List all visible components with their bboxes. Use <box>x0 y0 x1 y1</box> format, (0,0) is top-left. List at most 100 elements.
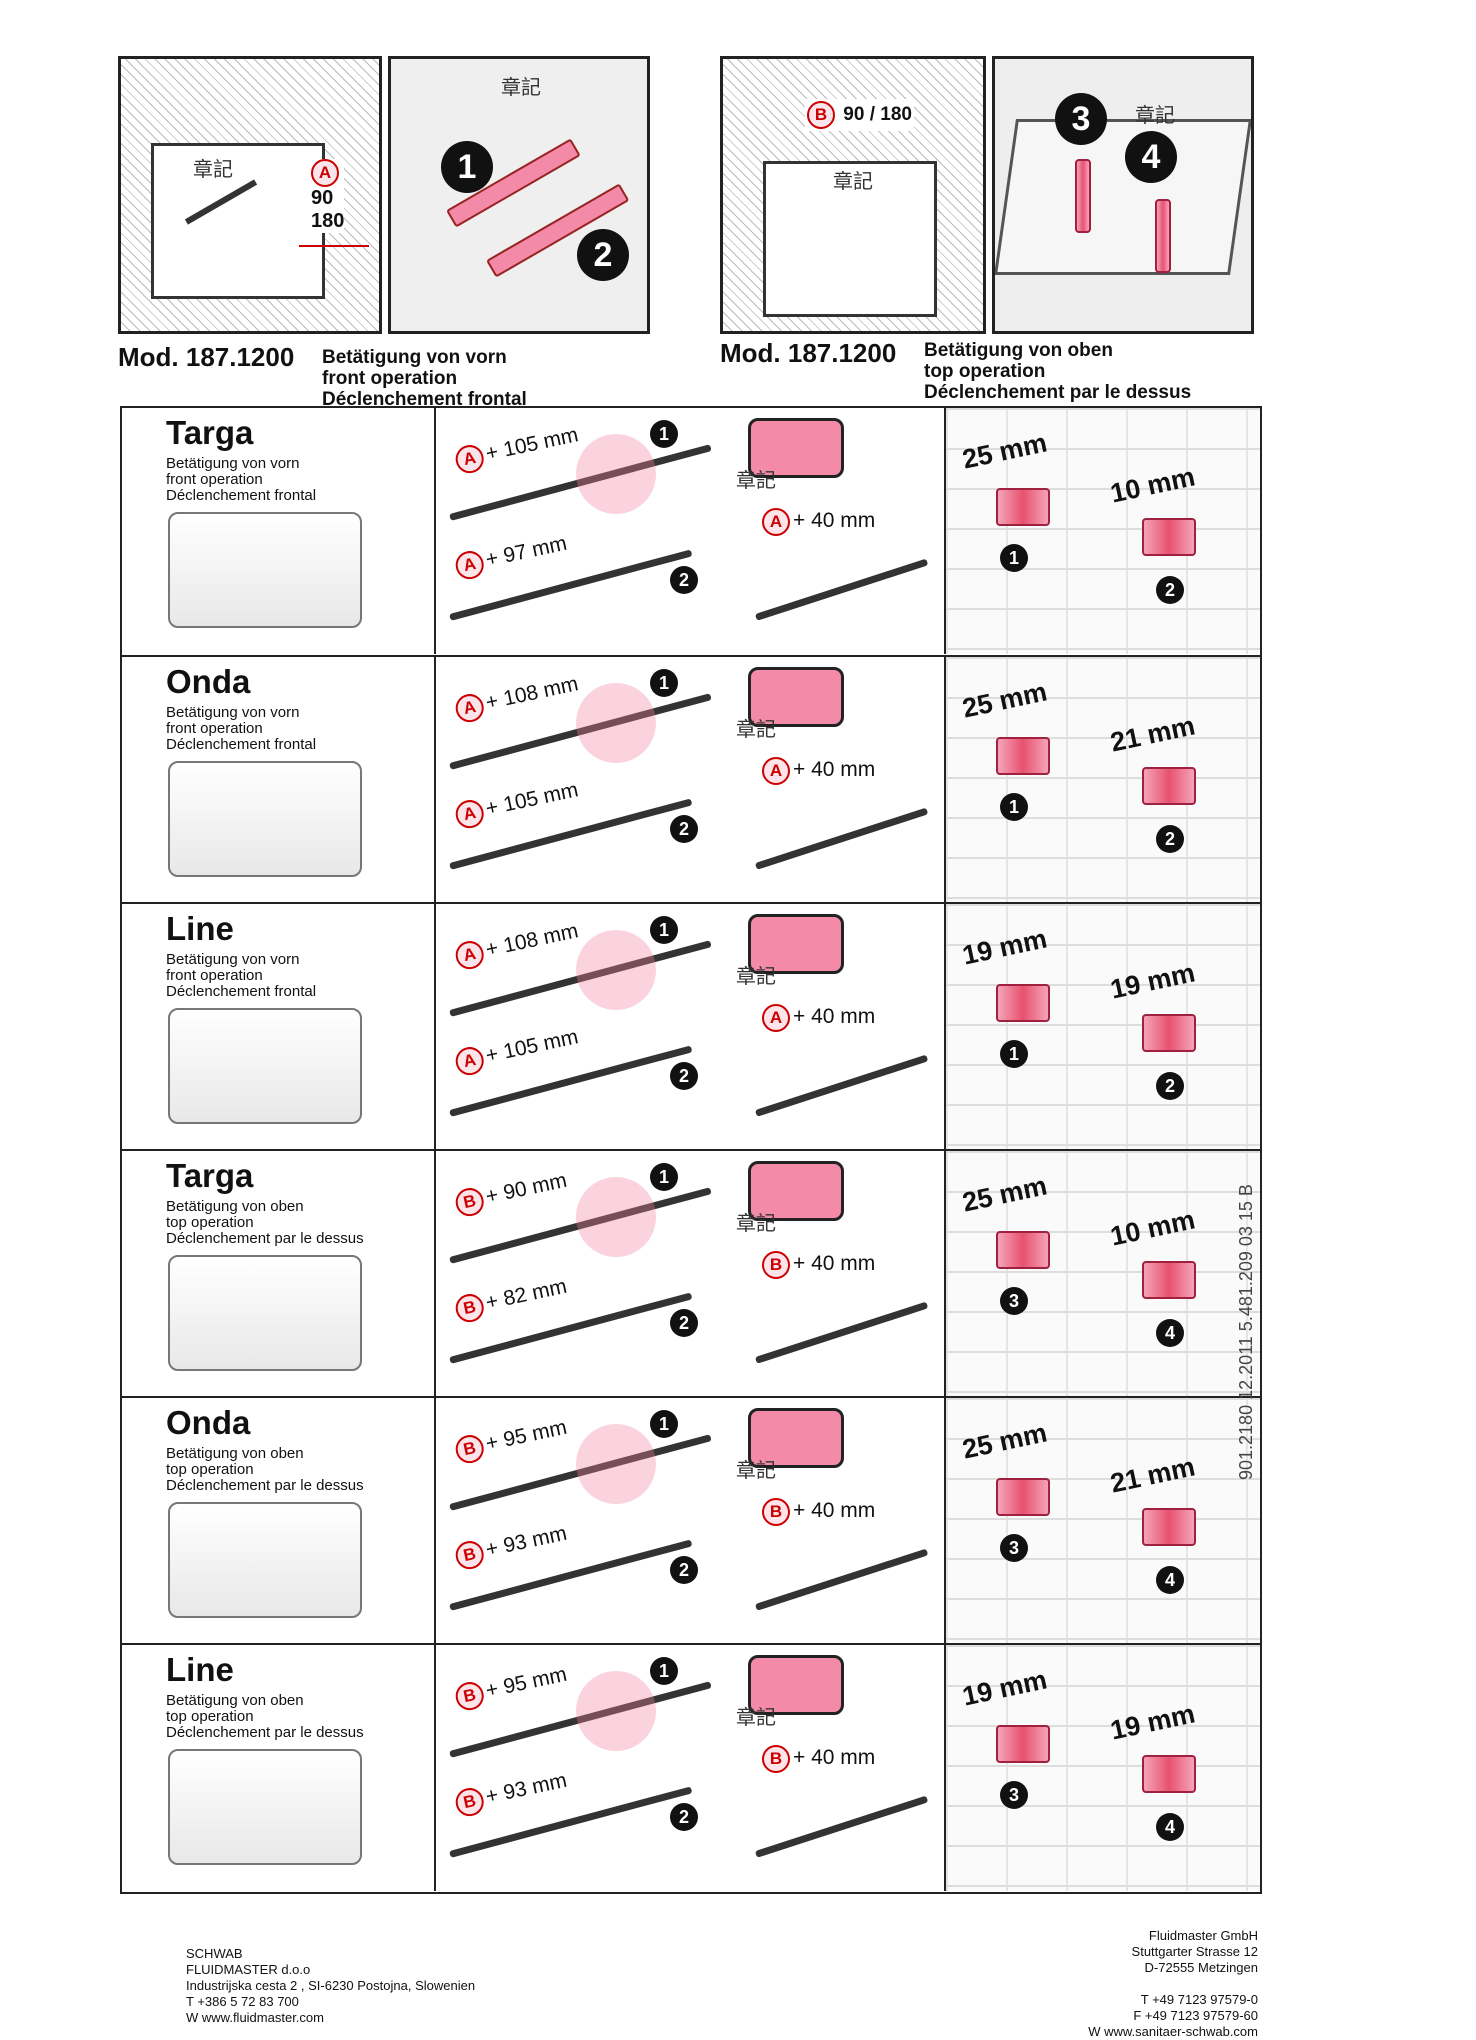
letter-marker: A <box>453 797 487 831</box>
footer-line[interactable]: W www.sanitaer-schwab.com <box>1088 2024 1258 2039</box>
rod-end-detail <box>748 914 844 974</box>
cut-1-value: + 105 mm <box>483 423 581 466</box>
step-2-badge: 2 <box>577 229 629 281</box>
operation-fr: Déclenchement par le dessus <box>166 1724 364 1741</box>
letter-marker: A <box>762 1004 790 1032</box>
operation-de: Betätigung von oben <box>166 1445 304 1462</box>
flush-plate-image <box>168 1255 362 1371</box>
operation-en: front operation <box>166 720 263 737</box>
install-cell: 25 mm 21 mm 1 2 <box>946 657 1260 903</box>
wall-grid <box>946 1398 1260 1644</box>
install-cell: 19 mm 19 mm 1 2 <box>946 904 1260 1150</box>
pin-2-badge: 2 <box>1156 825 1184 853</box>
rod-end-detail <box>748 1161 844 1221</box>
letter-marker: A <box>453 548 487 582</box>
footer-line: SCHWAB <box>186 1946 243 1961</box>
cut-1-value: + 108 mm <box>483 672 581 715</box>
cutting-cell: B+ 95 mm B+ 93 mm 1 2 B+ 40 mm 章記 <box>436 1645 946 1891</box>
cut-3-value: + 40 mm <box>793 1005 876 1028</box>
cut-2-value: + 93 mm <box>483 1768 569 1809</box>
caption-fr: Déclenchement frontal <box>322 389 527 410</box>
letter-b-marker: B <box>807 101 835 129</box>
instruction-table: Targa Betätigung von vorn front operatio… <box>120 406 1262 1894</box>
flush-plate-image <box>168 761 362 877</box>
rod-1-badge: 1 <box>650 420 678 448</box>
operation-de: Betätigung von vorn <box>166 704 300 721</box>
pin-2-badge: 2 <box>1156 576 1184 604</box>
rod-2-badge: 2 <box>670 566 698 594</box>
model-number: Mod. 187.1200 <box>118 342 295 372</box>
operation-en: top operation <box>166 1461 254 1478</box>
footer-line: Fluidmaster GmbH <box>1148 1928 1258 1943</box>
letter-marker: B <box>762 1498 790 1526</box>
caption-top: Mod. 187.1200 <box>720 338 896 369</box>
letter-marker: A <box>762 757 790 785</box>
wall-grid <box>946 904 1260 1150</box>
caption-fr: Déclenchement par le dessus <box>924 382 1192 403</box>
letter-marker: B <box>453 1291 487 1325</box>
flush-plate-image <box>168 1502 362 1618</box>
cut-3-value: + 40 mm <box>793 1499 876 1522</box>
step-1-badge: 1 <box>441 141 493 193</box>
panel-top-rods: 3 4 章記 <box>992 56 1254 334</box>
letter-marker: B <box>453 1785 487 1819</box>
product-name: Line <box>166 910 234 947</box>
pin-1-badge: 1 <box>1000 544 1028 572</box>
cut-2-value: + 97 mm <box>483 531 569 572</box>
stamp-mark: 章記 <box>736 1705 776 1729</box>
rod-2-badge: 2 <box>670 815 698 843</box>
rod-end-detail <box>748 418 844 478</box>
caption-front-lines: Betätigung von vorn front operation Décl… <box>322 347 527 410</box>
rod-short <box>754 1054 929 1117</box>
product-row: Onda Betätigung von vorn front operation… <box>122 655 1260 903</box>
cistern-mechanism <box>151 143 325 299</box>
wall-grid <box>946 1645 1260 1891</box>
footer-line: Industrijska cesta 2 , SI-6230 Postojna,… <box>186 1978 476 1993</box>
pin-1-badge: 1 <box>1000 1040 1028 1068</box>
footer-line[interactable]: W www.fluidmaster.com <box>186 2010 324 2025</box>
wall-grid <box>946 408 1260 654</box>
cut-2-value: + 105 mm <box>483 778 581 821</box>
panel-front-mount: A 90 180 章記 <box>118 56 382 334</box>
cut-length-1: B+ 95 mm <box>453 1415 570 1466</box>
rod-1-badge: 1 <box>650 1657 678 1685</box>
rod-1-badge: 1 <box>650 1410 678 1438</box>
cut-length-2: A+ 97 mm <box>453 531 570 582</box>
cut-1-value: + 108 mm <box>483 919 581 962</box>
product-cell: Onda Betätigung von oben top operation D… <box>122 1398 436 1644</box>
pin-1-badge: 3 <box>1000 1287 1028 1315</box>
wall-grid <box>946 1151 1260 1397</box>
product-row: Line Betätigung von vorn front operation… <box>122 902 1260 1150</box>
rod-1-badge: 1 <box>650 1163 678 1191</box>
cut-1-value: + 95 mm <box>483 1662 569 1703</box>
install-cell: 19 mm 19 mm 3 4 <box>946 1645 1260 1891</box>
letter-marker: B <box>453 1185 487 1219</box>
stamp-mark: 章記 <box>736 964 776 988</box>
cut-length-3: B+ 40 mm <box>762 1251 875 1279</box>
caption-de: Betätigung von oben <box>924 340 1113 361</box>
cut-highlight <box>576 1177 656 1257</box>
pin-2 <box>1142 1755 1196 1793</box>
rod-short <box>754 807 929 870</box>
document-code: 901.2180 12.2011 5.481.209 03 15 B <box>1236 1184 1256 1480</box>
cut-length-2: A+ 105 mm <box>453 777 581 831</box>
operation-de: Betätigung von oben <box>166 1198 304 1215</box>
rod-4 <box>1155 199 1171 273</box>
cut-length-3: A+ 40 mm <box>762 508 875 536</box>
caption-top-lines: Betätigung von oben top operation Déclen… <box>924 340 1191 403</box>
pin-1 <box>996 737 1050 775</box>
cut-3-value: + 40 mm <box>793 1252 876 1275</box>
stamp-mark: 章記 <box>501 75 541 99</box>
operation-fr: Déclenchement par le dessus <box>166 1477 364 1494</box>
install-cell: 25 mm 21 mm 3 4 <box>946 1398 1260 1644</box>
cut-2-value: + 105 mm <box>483 1025 581 1068</box>
cutting-cell: B+ 95 mm B+ 93 mm 1 2 B+ 40 mm 章記 <box>436 1398 946 1644</box>
rod-end-detail <box>748 1655 844 1715</box>
letter-a-marker: A <box>311 159 339 187</box>
pin-1-badge: 3 <box>1000 1534 1028 1562</box>
cutting-cell: A+ 108 mm A+ 105 mm 1 2 A+ 40 mm 章記 <box>436 657 946 903</box>
model-number: Mod. 187.1200 <box>720 338 897 368</box>
stamp-mark: 章記 <box>193 157 233 181</box>
pin-2 <box>1142 1261 1196 1299</box>
